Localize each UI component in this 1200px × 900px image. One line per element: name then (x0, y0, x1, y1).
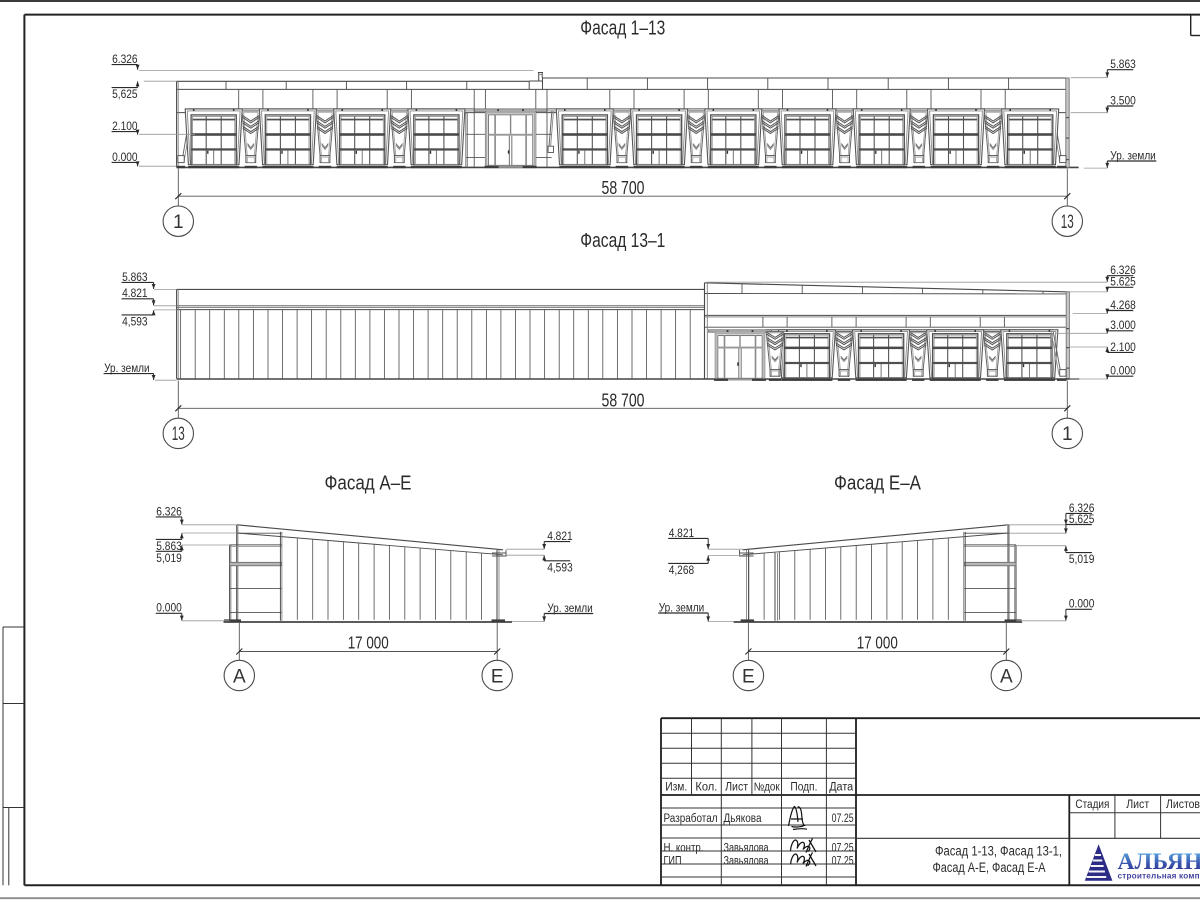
svg-text:Фасад 13–1: Фасад 13–1 (580, 230, 665, 252)
svg-text:17 000: 17 000 (348, 632, 389, 652)
svg-text:4,593: 4,593 (547, 560, 573, 574)
svg-text:А: А (233, 666, 246, 687)
svg-text:5,019: 5,019 (156, 551, 182, 565)
svg-text:6.326: 6.326 (112, 52, 138, 66)
svg-text:Фасад А–Е: Фасад А–Е (325, 472, 412, 494)
svg-text:2.100: 2.100 (1110, 340, 1136, 354)
svg-text:Подп.: Подп. (790, 782, 817, 794)
svg-text:Ур. земли: Ур. земли (104, 361, 150, 375)
svg-text:№док: №док (754, 782, 781, 794)
svg-text:5,625: 5,625 (112, 87, 138, 101)
svg-text:Листов: Листов (1166, 799, 1200, 811)
svg-text:ГИП: ГИП (664, 855, 682, 867)
svg-text:13: 13 (1061, 212, 1074, 233)
svg-text:4,268: 4,268 (669, 563, 695, 577)
svg-text:Фасад 1-13, Фасад 13-1,: Фасад 1-13, Фасад 13-1, (935, 844, 1062, 859)
svg-text:6.326: 6.326 (1069, 501, 1095, 515)
svg-text:Разработал: Разработал (664, 813, 718, 825)
svg-text:4,593: 4,593 (122, 315, 148, 329)
svg-text:17 000: 17 000 (857, 632, 898, 652)
svg-text:Завьялова: Завьялова (724, 855, 769, 867)
svg-text:1: 1 (1062, 424, 1073, 445)
svg-text:А: А (1000, 666, 1013, 687)
svg-text:Кол.: Кол. (695, 782, 717, 794)
svg-text:0.000: 0.000 (156, 601, 182, 615)
svg-text:07.25: 07.25 (832, 842, 854, 854)
svg-text:5,019: 5,019 (1069, 552, 1095, 566)
svg-text:0.000: 0.000 (1110, 364, 1136, 378)
svg-text:5.863: 5.863 (156, 539, 182, 553)
svg-text:Лист: Лист (1126, 799, 1150, 811)
svg-text:4.821: 4.821 (669, 526, 695, 540)
svg-text:4.268: 4.268 (1110, 298, 1136, 312)
svg-text:Ур. земли: Ур. земли (1110, 148, 1156, 162)
svg-text:Лист: Лист (725, 782, 749, 794)
svg-text:3.000: 3.000 (1110, 318, 1136, 332)
svg-text:Фасад Е–А: Фасад Е–А (834, 472, 922, 494)
svg-text:2.100: 2.100 (112, 119, 138, 133)
svg-text:6.326: 6.326 (156, 504, 182, 518)
svg-text:6.326: 6.326 (1110, 263, 1136, 277)
svg-text:Завьялова: Завьялова (724, 842, 769, 854)
svg-text:Е: Е (491, 666, 504, 687)
svg-text:58 700: 58 700 (602, 390, 645, 410)
svg-text:Фасад А-Е, Фасад Е-А: Фасад А-Е, Фасад Е-А (933, 860, 1046, 875)
svg-text:5.863: 5.863 (1110, 57, 1136, 71)
svg-text:13: 13 (172, 424, 185, 445)
svg-text:07.25: 07.25 (832, 855, 854, 867)
svg-text:5,625: 5,625 (1069, 512, 1095, 526)
svg-text:0.000: 0.000 (1069, 597, 1095, 611)
svg-text:5.625: 5.625 (1110, 275, 1136, 289)
svg-text:1: 1 (173, 212, 184, 233)
svg-text:строительная компания: строительная компания (1118, 871, 1200, 880)
svg-text:Изм.: Изм. (665, 782, 687, 794)
svg-text:Фасад 1–13: Фасад 1–13 (580, 18, 665, 40)
svg-text:Е: Е (742, 666, 755, 687)
svg-text:Стадия: Стадия (1075, 799, 1109, 811)
svg-text:4.821: 4.821 (122, 286, 148, 300)
svg-text:Ур. земли: Ур. земли (659, 600, 705, 614)
svg-text:4.821: 4.821 (547, 529, 573, 543)
svg-text:Дата: Дата (829, 782, 854, 794)
svg-text:АЛЬЯНС: АЛЬЯНС (1118, 849, 1200, 875)
svg-text:Дьякова: Дьякова (724, 813, 763, 825)
svg-text:Н. контр.: Н. контр. (664, 842, 704, 854)
svg-text:5.863: 5.863 (122, 270, 148, 284)
svg-text:0.000: 0.000 (112, 150, 138, 164)
svg-text:3.500: 3.500 (1110, 93, 1136, 107)
svg-text:07.25: 07.25 (832, 813, 854, 825)
svg-text:58 700: 58 700 (602, 178, 645, 198)
svg-text:Ур. земли: Ур. земли (547, 601, 593, 615)
